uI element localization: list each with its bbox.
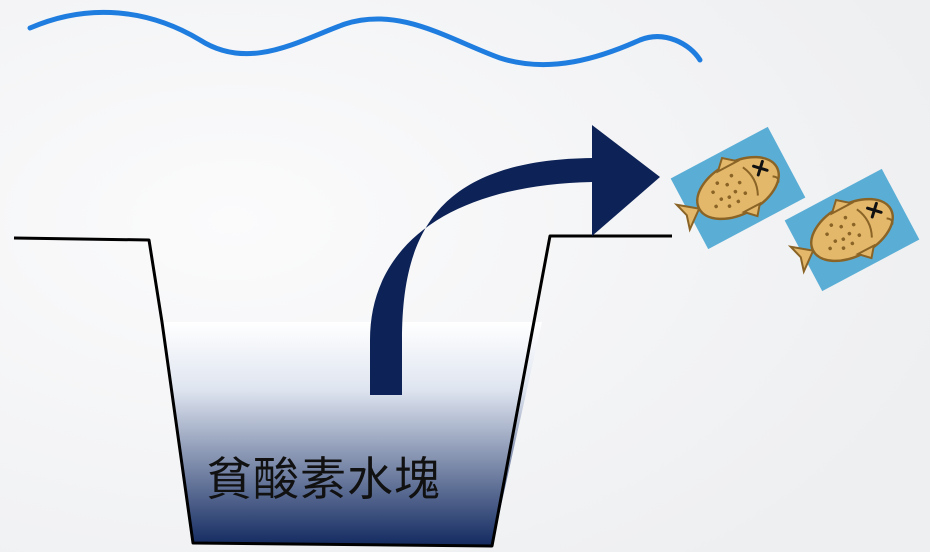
hypoxic-water-mass bbox=[162, 322, 542, 546]
seabed-pit-outline bbox=[13, 234, 672, 548]
hypoxic-water-label: 貧酸素水塊 bbox=[206, 452, 441, 506]
upwelling-arrow bbox=[370, 125, 660, 395]
water-surface-wave bbox=[27, 9, 703, 68]
